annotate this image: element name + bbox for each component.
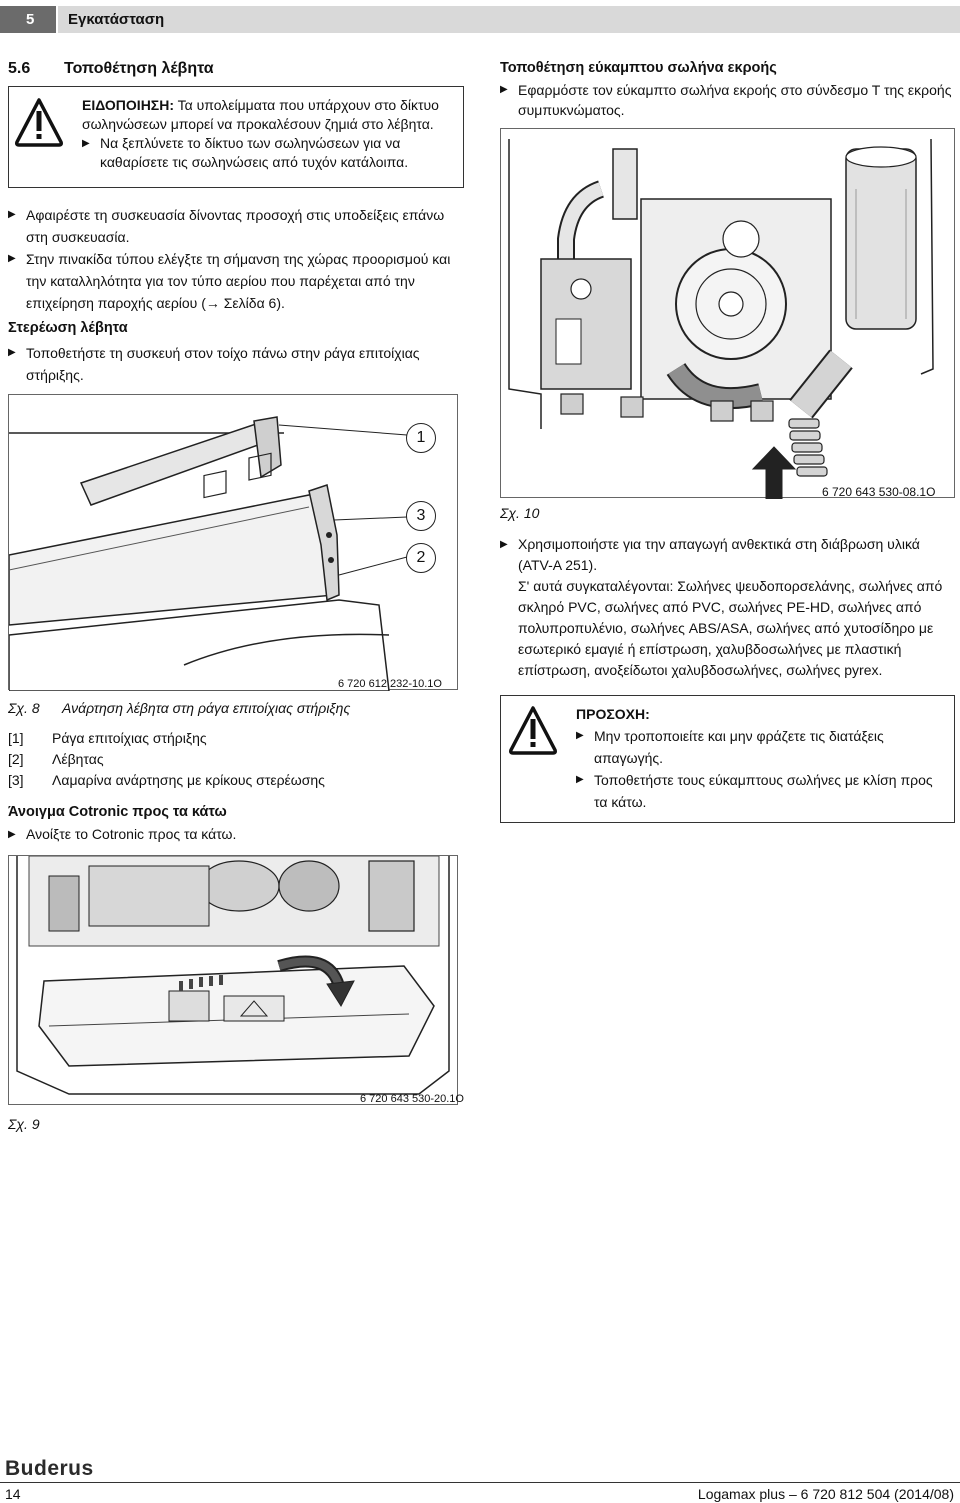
warning-bullet: Να ξεπλύνετε το δίκτυο των σωληνώσεων γι… [82,134,454,172]
warning-box [8,86,464,188]
fig8-callout-1: 1 [406,423,436,453]
section-title: 5.6 Τοποθέτηση λέβητα [8,58,214,79]
fig8-image-id: 6 720 612 232-10.1O [338,678,442,690]
fig9-label: Σχ. 9 [8,1116,40,1132]
fig8-callout-2: 2 [406,543,436,573]
fig10-illustration [508,138,934,500]
fig8-frame [8,394,458,692]
cotronic-steps: Ανοίξτε το Cotronic προς τα κάτω. [8,824,464,845]
document-reference: Logamax plus – 6 720 812 504 (2014/08) [697,1486,954,1502]
warning-message: Τα υπολείμματα που υπάρχουν στο δίκτυο σ… [82,97,439,132]
chapter-number: 5 [0,6,56,33]
legend-item: [1]Ράγα επιτοίχιας στήριξης [8,730,207,746]
drain-steps: Εφαρμόστε τον εύκαμπτο σωλήνα εκροής στο… [500,80,955,120]
caution-bullet: Μην τροποποιείτε και μην φράζετε τις δια… [576,725,946,769]
legend-item: [2]Λέβητας [8,751,104,767]
left-steps-list: Αφαιρέστε τη συσκευασία δίνοντας προσοχή… [8,204,464,314]
section-number: 5.6 [8,60,31,77]
step-mount-boiler: Τοποθετήστε τη συσκευή στον τοίχο πάνω σ… [8,342,464,386]
fig8-illustration [8,416,408,692]
fig8-callout-3: 3 [406,501,436,531]
fig9-frame [8,855,458,1105]
fig8-label: Σχ. 8 [8,700,40,716]
caution-label: ΠΡΟΣΟΧΗ: [576,706,650,722]
fig10-frame [500,128,955,500]
materials-detail: Σ' αυτά συγκαταλέγονται: Σωλήνες ψευδοπο… [518,578,943,678]
fig8-caption-row: Σχ. 8 Ανάρτηση λέβητα στη ράγα επιτοίχιας… [8,698,350,719]
page-number: 14 [5,1486,21,1502]
mounting-steps: Τοποθετήστε τη συσκευή στον τοίχο πάνω σ… [8,342,464,386]
drain-heading: Τοποθέτηση εύκαμπτου σωλήνα εκροής [500,60,777,76]
section-title-text: Τοποθέτηση λέβητα [64,60,214,77]
cotronic-heading: Άνοιγμα Cotronic προς τα κάτω [8,804,227,820]
warning-label: ΕΙΔΟΠΟΙΗΣΗ: [82,97,174,113]
caution-triangle-icon [509,706,557,755]
step-fit-drain-hose: Εφαρμόστε τον εύκαμπτο σωλήνα εκροής στο… [500,80,955,120]
mounting-heading: Στερέωση λέβητα [8,320,128,336]
brand-logo: Buderus [5,1457,94,1480]
fig9-illustration [16,855,450,1095]
warning-text: ΕΙΔΟΠΟΙΗΣΗ: Τα υπολείμματα που υπάρχουν … [82,96,454,172]
step-use-corrosion-resistant: Χρησιμοποιήστε για την απαγωγή ανθεκτικά… [500,534,955,576]
step-open-cotronic: Ανοίξτε το Cotronic προς τα κάτω. [8,824,464,845]
chapter-bar [58,6,960,33]
step-check-rating-plate: Στην πινακίδα τύπου ελέγξτε τη σήμανση τ… [8,248,464,314]
fig10-label: Σχ. 10 [500,505,540,521]
fig8-legend: [1]Ράγα επιτοίχιας στήριξης [2]Λέβητας [… [8,728,464,791]
chapter-title: Εγκατάσταση [68,11,165,28]
step-remove-packaging: Αφαιρέστε τη συσκευασία δίνοντας προσοχή… [8,204,464,248]
materials-steps: Χρησιμοποιήστε για την απαγωγή ανθεκτικά… [500,534,955,576]
fig10-image-id: 6 720 643 530-08.1O [822,485,936,499]
fig9-image-id: 6 720 643 530-20.1O [360,1093,464,1105]
warning-triangle-icon [15,98,63,147]
caution-text: ΠΡΟΣΟΧΗ: Μην τροποποιείτε και μην φράζετ… [576,703,946,813]
legend-item: [3]Λαμαρίνα ανάρτησης με κρίκους στερέωσ… [8,772,325,788]
fig8-caption: Ανάρτηση λέβητα στη ράγα επιτοίχιας στήρ… [62,700,351,716]
caution-bullet: Τοποθετήστε τους εύκαμπτους σωλήνες με κ… [576,769,946,813]
caution-box [500,695,955,823]
footer-divider [0,1482,960,1483]
